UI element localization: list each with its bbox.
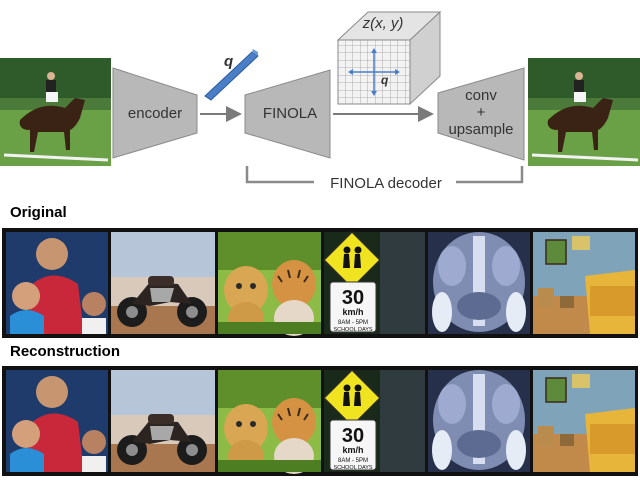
sign-hours: 8AM - 5PM [338, 320, 368, 326]
tile-ct-scan-recon [428, 370, 530, 472]
tile-school-sign: 30 km/h 8AM - 5PM SCHOOL DAYS [322, 230, 425, 334]
sign-days-recon: SCHOOL DAYS [333, 465, 372, 471]
original-row-title: Original [10, 204, 67, 221]
feature-map-q-label: q [381, 73, 389, 87]
latent-vector-label: q [224, 53, 233, 70]
feature-map-label: z(x, y) [362, 15, 404, 32]
input-horse-photo [0, 58, 111, 166]
tile-van-gogh-bedroom [533, 232, 635, 334]
tile-cubs-recon [218, 370, 321, 474]
sign-days: SCHOOL DAYS [333, 327, 372, 333]
encoder-block [112, 67, 198, 159]
decoder-bracket [245, 166, 524, 184]
tile-motorcycle [111, 232, 215, 334]
tile-van-gogh-bedroom-recon [533, 370, 635, 472]
tile-tennis-players-recon [6, 370, 108, 472]
conv-upsample-block [437, 67, 525, 161]
latent-vector-q [204, 49, 259, 101]
tile-school-sign-recon: 30 km/h 8AM - 5PM SCHOOL DAYS [322, 368, 425, 472]
upsample-label: upsample [448, 121, 513, 138]
sign-unit: km/h [342, 307, 363, 317]
sign-unit-recon: km/h [342, 445, 363, 455]
tile-tennis-players [6, 232, 108, 334]
tile-motorcycle-recon [111, 370, 215, 472]
feature-map-cube [336, 10, 442, 106]
encoder-label: encoder [128, 105, 182, 122]
sign-speed: 30 [342, 287, 364, 309]
original-strip: 30 km/h 8AM - 5PM SCHOOL DAYS [2, 228, 638, 338]
output-horse-photo [528, 58, 640, 166]
conv-plus-label: + [477, 104, 486, 121]
sign-speed-recon: 30 [342, 425, 364, 447]
reconstruction-strip: 30 km/h 8AM - 5PM SCHOOL DAYS [2, 366, 638, 476]
tile-cubs [218, 232, 321, 336]
conv-label: conv [465, 87, 497, 104]
finola-block [244, 69, 331, 159]
tile-ct-scan [428, 232, 530, 334]
reconstruction-row-title: Reconstruction [10, 343, 121, 360]
sign-hours-recon: 8AM - 5PM [338, 458, 368, 464]
finola-label: FINOLA [263, 105, 317, 122]
decoder-label: FINOLA decoder [330, 175, 442, 192]
